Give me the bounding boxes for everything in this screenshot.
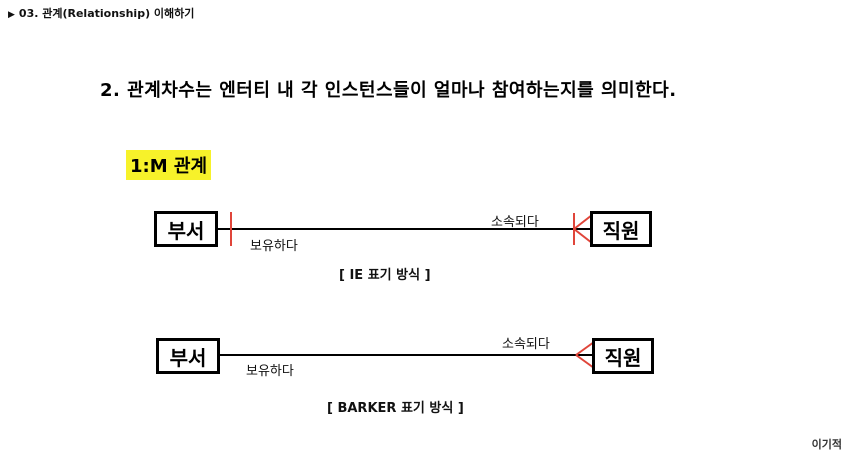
ie-entity-employee: 직원	[590, 211, 652, 247]
page-heading: 2. 관계차수는 엔터티 내 각 인스턴스들이 얼마나 참여하는지를 의미한다.	[100, 80, 677, 101]
ie-label-owns: 보유하다	[250, 239, 298, 254]
barker-label-owns: 보유하다	[246, 364, 294, 379]
barker-entity-employee: 직원	[592, 338, 654, 374]
ie-crowfoot-upper	[573, 214, 593, 230]
breadcrumb-text: 03. 관계(Relationship) 이해하기	[18, 7, 195, 20]
ie-entity-department: 부서	[154, 211, 218, 247]
barker-entity-department: 부서	[156, 338, 220, 374]
ie-label-belongs: 소속되다	[491, 215, 539, 230]
highlighted-title: 1:M 관계	[126, 150, 212, 180]
ie-crowfoot-lower	[573, 228, 593, 244]
barker-caption: [ BARKER 표기 방식 ]	[327, 401, 464, 416]
watermark-logo: 이기적	[811, 438, 842, 451]
ie-caption: [ IE 표기 방식 ]	[339, 268, 431, 283]
barker-crowfoot-upper	[575, 341, 595, 356]
barker-label-belongs: 소속되다	[502, 337, 550, 352]
play-marker-icon: ▶	[8, 10, 15, 20]
breadcrumb: ▶03. 관계(Relationship) 이해하기	[8, 5, 194, 21]
barker-crowfoot-lower	[575, 354, 595, 369]
